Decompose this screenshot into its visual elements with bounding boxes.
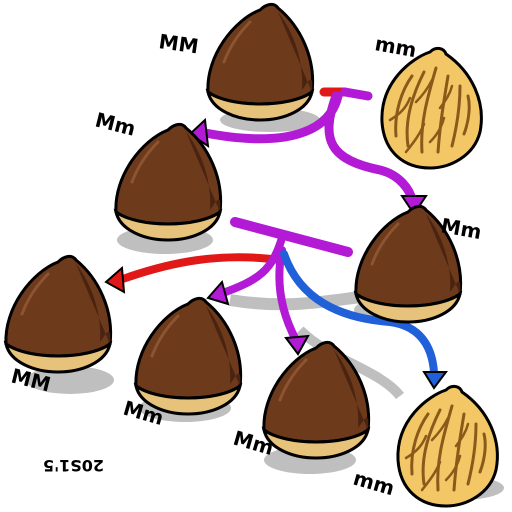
offspring-4-husk — [396, 384, 499, 508]
artist-signature: 20S1'5 — [43, 456, 104, 475]
arrow-to-child-right — [324, 91, 417, 205]
offspring-1-chestnut — [4, 254, 113, 374]
offspring-2-chestnut — [134, 296, 243, 416]
label-parent-left: MM — [157, 29, 200, 58]
arrow-to-offspring-3 — [275, 246, 300, 344]
upper-cross-bar-purple — [340, 87, 373, 101]
label-child-left: Mm — [93, 108, 138, 141]
parent-left-chestnut — [206, 2, 315, 122]
lower-cross-bar — [230, 217, 353, 257]
label-offspring-4: mm — [351, 466, 398, 501]
arrow-to-offspring-2 — [216, 234, 286, 298]
parent-right-husk — [380, 46, 483, 170]
arrow-to-offspring-4 — [280, 250, 438, 376]
arrow-to-offspring-1 — [116, 253, 284, 284]
arrows — [104, 87, 448, 390]
label-parent-right: mm — [373, 31, 418, 62]
